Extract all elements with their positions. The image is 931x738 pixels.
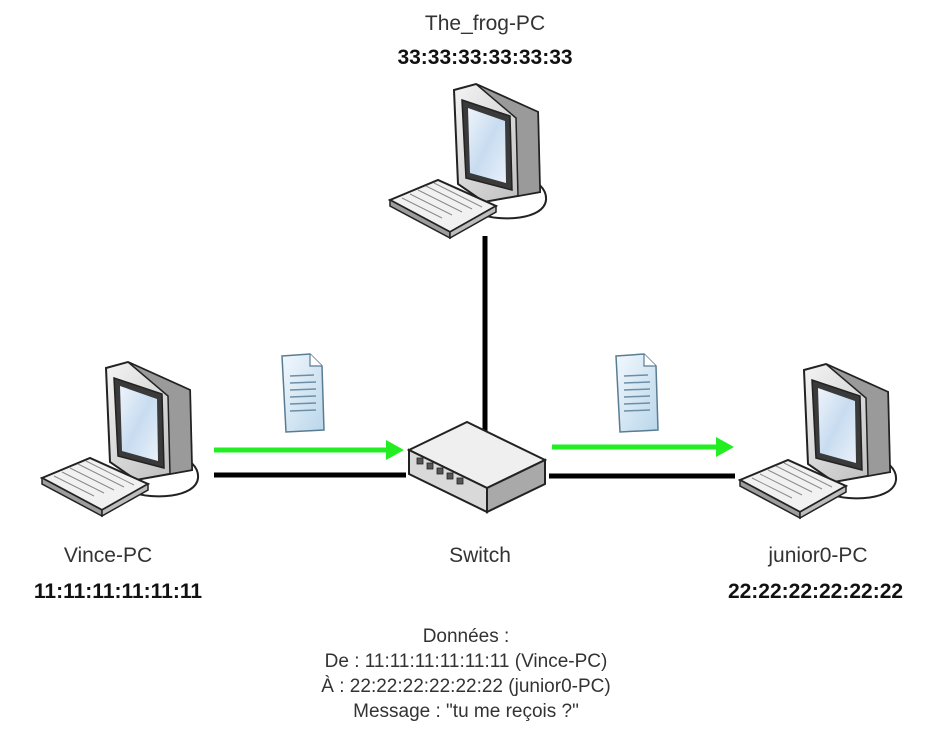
document-icon bbox=[281, 353, 325, 433]
right-pc-name: junior0-PC bbox=[768, 544, 868, 567]
frame-info-title: Données : bbox=[422, 626, 510, 647]
frame-info: Données : De : 11:11:11:11:11:11 (Vince-… bbox=[265, 624, 667, 724]
top-pc-mac: 33:33:33:33:33:33 bbox=[397, 46, 573, 69]
flow-arrow-right bbox=[552, 437, 734, 457]
frame-info-from: De : 11:11:11:11:11:11 (Vince-PC) bbox=[324, 651, 608, 672]
network-switch-icon bbox=[406, 420, 548, 514]
computer-icon bbox=[41, 361, 200, 517]
frame-info-message: Message : "tu me reçois ?" bbox=[353, 701, 579, 722]
right-pc-mac: 22:22:22:22:22:22 bbox=[727, 580, 904, 603]
computer-icon bbox=[739, 363, 898, 519]
left-pc-mac: 11:11:11:11:11:11 bbox=[33, 580, 203, 603]
top-pc-name: The_frog-PC bbox=[424, 12, 546, 35]
document-icon bbox=[615, 353, 659, 433]
switch-name: Switch bbox=[449, 544, 511, 567]
frame-info-to: À : 22:22:22:22:22:22 (junior0-PC) bbox=[321, 676, 611, 697]
left-pc-name: Vince-PC bbox=[63, 544, 153, 567]
flow-arrow-left bbox=[214, 440, 404, 460]
computer-icon bbox=[389, 83, 548, 239]
